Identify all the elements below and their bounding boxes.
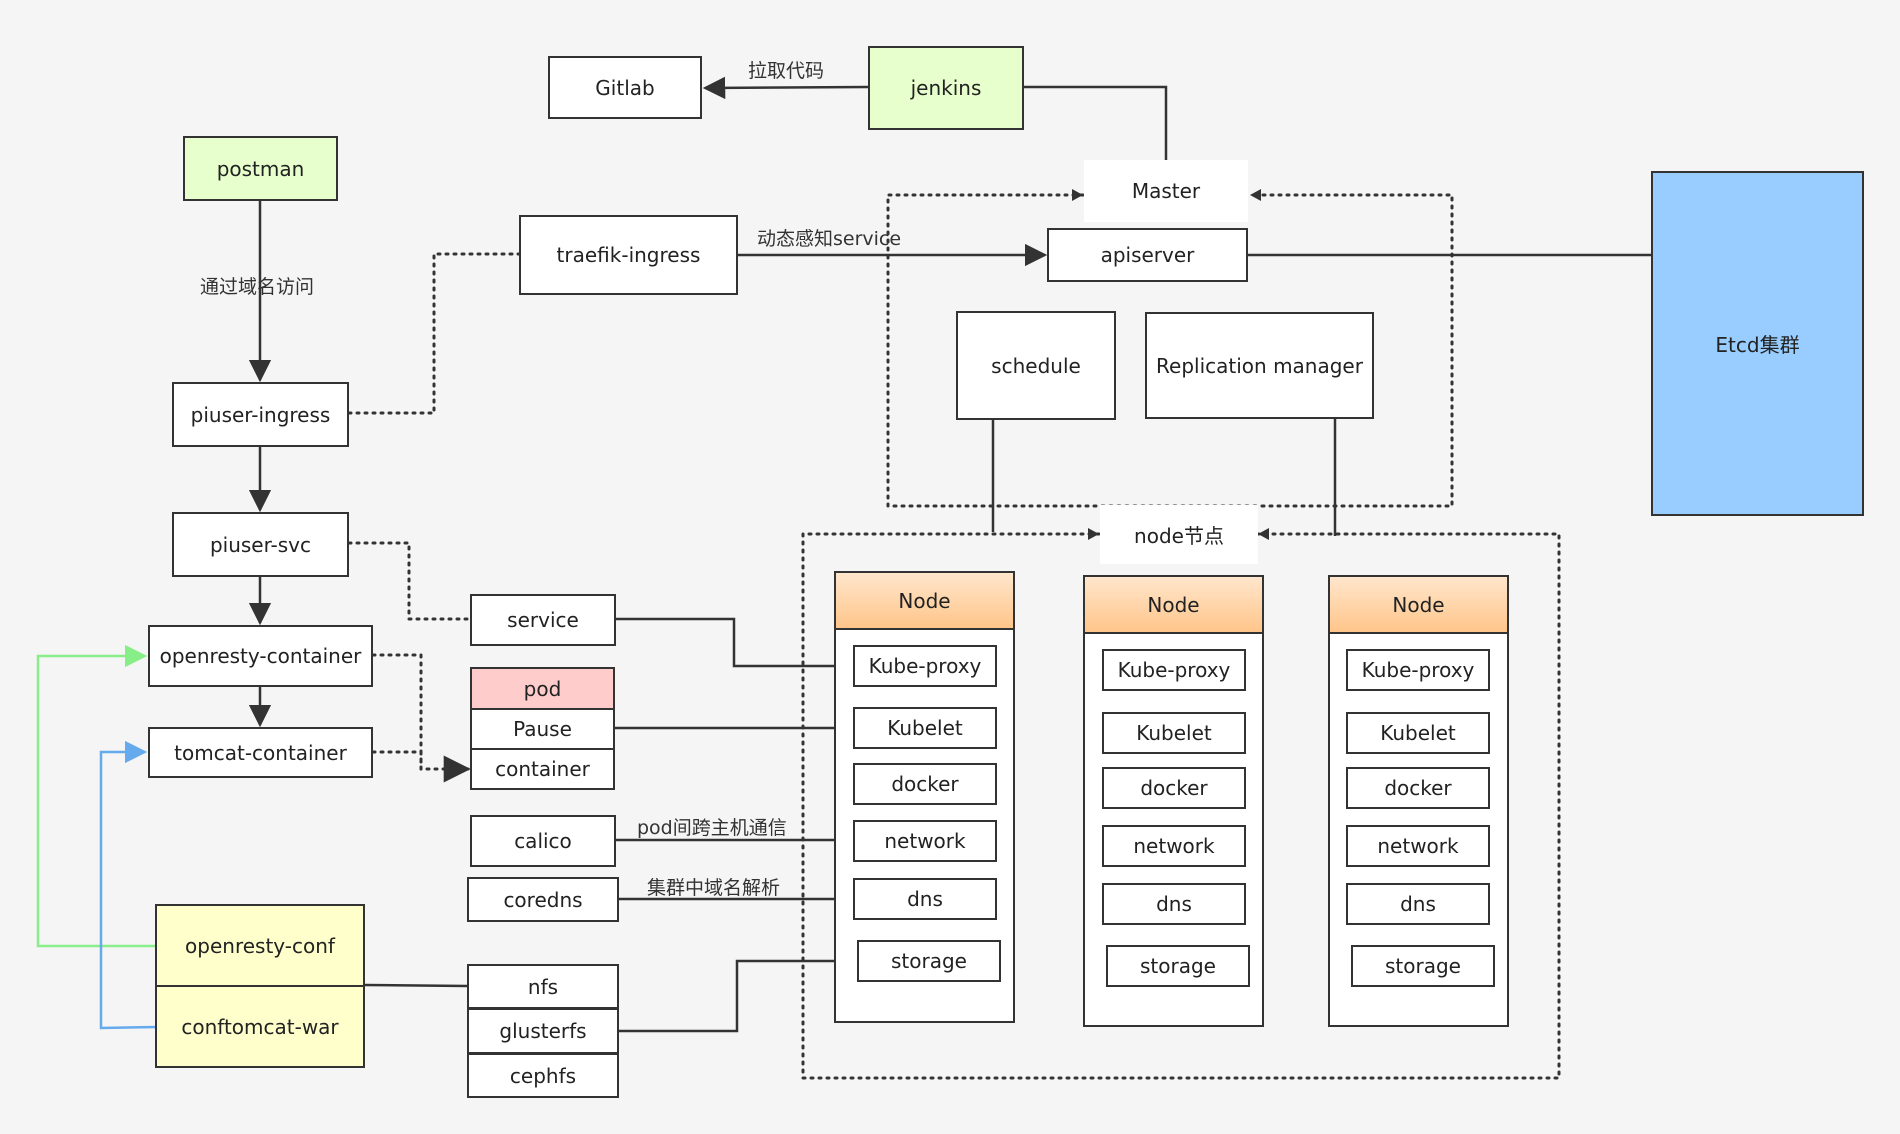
- node-dns[interactable]: dns: [1102, 883, 1246, 925]
- node-kube-proxy[interactable]: Kube-proxy: [1102, 649, 1246, 691]
- node-kubelet[interactable]: Kubelet: [1102, 712, 1246, 754]
- edge-svc-service-dotted: [347, 541, 469, 621]
- openresty-container-box[interactable]: openresty-container: [148, 625, 373, 687]
- node-group-border: [801, 532, 1561, 1080]
- edge-conf-nfs: [362, 983, 468, 988]
- node-group-label: node节点: [1100, 505, 1258, 564]
- node-header: Node: [1083, 575, 1264, 634]
- node-dns[interactable]: dns: [853, 878, 997, 920]
- node-network[interactable]: network: [1102, 825, 1246, 867]
- nfs-box[interactable]: nfs: [467, 964, 619, 1009]
- edge-ingress-traefik-dotted: [347, 252, 521, 415]
- node-kube-proxy[interactable]: Kube-proxy: [853, 645, 997, 687]
- edge-label-pod-cross-host: pod间跨主机通信: [637, 817, 787, 839]
- node-dns[interactable]: dns: [1346, 883, 1490, 925]
- node-storage[interactable]: storage: [857, 940, 1001, 982]
- edge-service-kubeproxy: [615, 617, 853, 668]
- edge-openresty-conf-green: [36, 644, 157, 948]
- replication-manager-box[interactable]: Replication manager: [1145, 312, 1374, 419]
- container-box[interactable]: container: [470, 748, 615, 790]
- schedule-box[interactable]: schedule: [956, 311, 1116, 420]
- node-kubelet[interactable]: Kubelet: [1346, 712, 1490, 754]
- openresty-conf-box[interactable]: openresty-conf: [155, 904, 365, 987]
- jenkins-box[interactable]: jenkins: [868, 46, 1024, 130]
- edge-glusterfs-storage: [617, 959, 857, 1033]
- etcd-cluster-box[interactable]: Etcd集群: [1651, 171, 1864, 516]
- edge-tomcat-container-dotted: [371, 750, 423, 771]
- conftomcat-war-box[interactable]: conftomcat-war: [155, 985, 365, 1068]
- master-box[interactable]: Master: [1084, 160, 1248, 222]
- piuser-svc-box[interactable]: piuser-svc: [172, 512, 349, 577]
- edge-label-dynamic-service: 动态感知service: [757, 228, 902, 250]
- node-storage[interactable]: storage: [1106, 945, 1250, 987]
- apiserver-box[interactable]: apiserver: [1047, 228, 1248, 282]
- edge-label-cluster-dns: 集群中域名解析: [647, 877, 781, 899]
- coredns-box[interactable]: coredns: [467, 877, 619, 922]
- node-kubelet[interactable]: Kubelet: [853, 707, 997, 749]
- master-group-border: [886, 193, 1454, 508]
- node-docker[interactable]: docker: [1346, 767, 1490, 809]
- node-header: Node: [834, 571, 1015, 630]
- edge-label-pull-code: 拉取代码: [748, 60, 825, 82]
- node-docker[interactable]: docker: [1102, 767, 1246, 809]
- gitlab-box[interactable]: Gitlab: [548, 56, 702, 119]
- tomcat-container-box[interactable]: tomcat-container: [148, 727, 373, 778]
- node-kube-proxy[interactable]: Kube-proxy: [1346, 649, 1490, 691]
- traefik-ingress-box[interactable]: traefik-ingress: [519, 215, 738, 295]
- node-network[interactable]: network: [1346, 825, 1490, 867]
- glusterfs-box[interactable]: glusterfs: [467, 1008, 619, 1054]
- node-storage[interactable]: storage: [1351, 945, 1495, 987]
- node-network[interactable]: network: [853, 820, 997, 862]
- node-header: Node: [1328, 575, 1509, 634]
- postman-box[interactable]: postman: [183, 136, 338, 201]
- calico-box[interactable]: calico: [470, 815, 616, 867]
- edge-jenkins-master: [1023, 85, 1168, 160]
- edge-openresty-container-dotted: [371, 653, 471, 783]
- edge-label-domain-access: 通过域名访问: [200, 276, 315, 298]
- edge-conftomcat-blue: [99, 740, 158, 1030]
- cephfs-box[interactable]: cephfs: [467, 1053, 619, 1098]
- piuser-ingress-box[interactable]: piuser-ingress: [172, 382, 349, 447]
- edge-jenkins-gitlab: [702, 76, 869, 100]
- service-box[interactable]: service: [470, 594, 616, 646]
- node-docker[interactable]: docker: [853, 763, 997, 805]
- pod-box[interactable]: pod: [470, 667, 615, 710]
- pause-box[interactable]: Pause: [470, 708, 615, 750]
